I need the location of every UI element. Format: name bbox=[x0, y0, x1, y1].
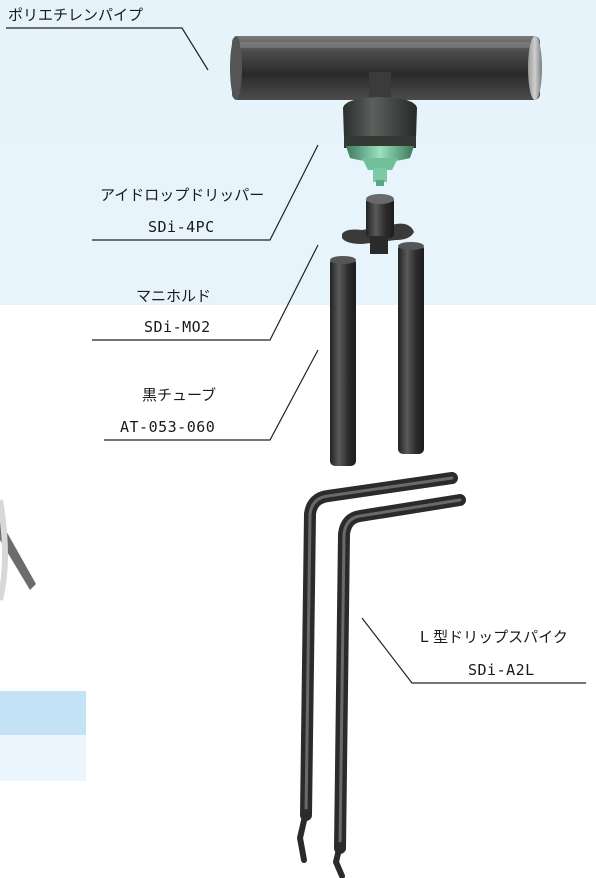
l-type-drip-spikes bbox=[296, 472, 466, 878]
black-tubes bbox=[330, 242, 424, 466]
dripper-name-label: アイドロップドリッパー bbox=[100, 186, 265, 204]
spike-code-label: SDi-A2L bbox=[468, 661, 535, 679]
tube-name-label: 黒チューブ bbox=[142, 386, 217, 404]
table-band-light bbox=[0, 735, 86, 781]
manifold-code-label: SDi-MO2 bbox=[144, 318, 211, 336]
manifold-part bbox=[342, 194, 414, 254]
dripper-code-label: SDi-4PC bbox=[148, 218, 215, 236]
idrop-dripper bbox=[343, 72, 417, 186]
manifold-name-label: マニホルド bbox=[136, 287, 212, 305]
table-band-dark bbox=[0, 691, 86, 735]
polyethylene-pipe bbox=[230, 36, 542, 100]
tube-code-label: AT-053-060 bbox=[120, 418, 216, 436]
partial-part-left bbox=[0, 499, 36, 601]
pipe-label: ポリエチレンパイプ bbox=[8, 6, 144, 24]
spike-name-label: L 型ドリップスパイク bbox=[420, 628, 568, 646]
leader-lines bbox=[6, 27, 586, 684]
